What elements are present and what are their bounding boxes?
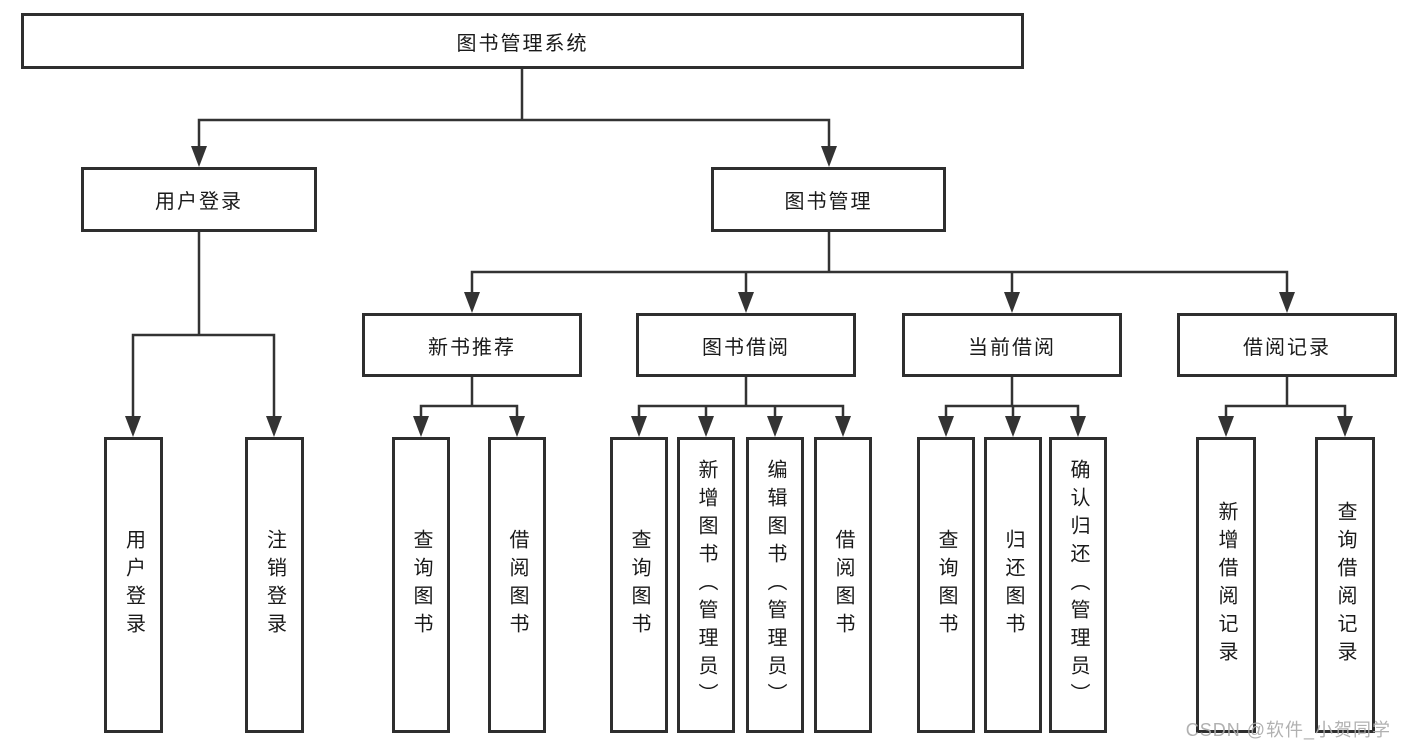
node-br-add-record: 新增借阅记录 [1196, 437, 1256, 733]
node-label: 用户登录 [122, 529, 145, 641]
connector-stems [131, 67, 1347, 422]
node-login: 用户登录 [104, 437, 163, 733]
node-label: 注销登录 [263, 529, 286, 641]
node-library-system: 图书管理系统 [21, 13, 1024, 69]
node-book-management: 图书管理 [711, 167, 946, 232]
node-label: 新增借阅记录 [1215, 501, 1237, 669]
node-label: 图书管理 [784, 191, 873, 213]
csdn-watermark: CSDN @软件_小贺同学 [1185, 720, 1391, 740]
node-bb-borrow-books: 借阅图书 [814, 437, 872, 733]
node-bb-edit-books-admin: 编辑图书（管理员） [746, 437, 804, 733]
node-label: 新增图书（管理员） [695, 459, 717, 711]
node-nb-query-books: 查询图书 [392, 437, 450, 733]
node-label: 借阅图书 [506, 529, 528, 641]
node-label: 图书借阅 [702, 336, 790, 359]
node-bb-add-books-admin: 新增图书（管理员） [677, 437, 735, 733]
node-label: 确认归还（管理员） [1067, 459, 1089, 711]
node-label: 查询借阅记录 [1334, 501, 1356, 669]
node-label: 查询图书 [935, 529, 957, 641]
node-label: 借阅图书 [832, 529, 854, 641]
node-label: 编辑图书（管理员） [764, 459, 786, 711]
node-label: 借阅记录 [1243, 336, 1331, 359]
node-label: 归还图书 [1002, 529, 1024, 641]
node-bb-query-books: 查询图书 [610, 437, 668, 733]
node-label: 查询图书 [628, 529, 650, 641]
node-label: 当前借阅 [968, 336, 1056, 359]
node-new-book-recommend: 新书推荐 [362, 313, 582, 377]
node-book-borrowing: 图书借阅 [636, 313, 856, 377]
node-label: 新书推荐 [428, 336, 516, 359]
node-label: 用户登录 [155, 191, 243, 213]
node-label: 图书管理系统 [456, 32, 589, 55]
node-cb-query-books: 查询图书 [917, 437, 975, 733]
node-cb-confirm-return-admin: 确认归还（管理员） [1049, 437, 1107, 733]
node-br-query-record: 查询借阅记录 [1315, 437, 1375, 733]
node-nb-borrow-books: 借阅图书 [488, 437, 546, 733]
node-current-borrowing: 当前借阅 [902, 313, 1122, 377]
node-logout: 注销登录 [245, 437, 304, 733]
node-label: 查询图书 [410, 529, 432, 641]
node-cb-return-books: 归还图书 [984, 437, 1042, 733]
node-borrow-records: 借阅记录 [1177, 313, 1397, 377]
node-user-login: 用户登录 [81, 167, 317, 232]
